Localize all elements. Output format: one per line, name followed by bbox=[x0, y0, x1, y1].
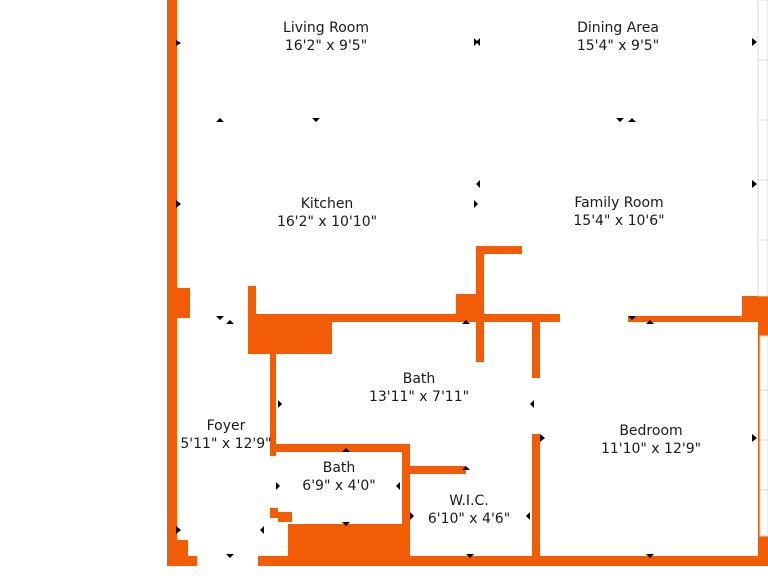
room-name: Bath bbox=[402, 371, 436, 387]
wall-smallbath-left-lower bbox=[270, 508, 278, 518]
wall-wic-top bbox=[408, 466, 466, 474]
wall-smallbath-bottom-step bbox=[278, 512, 292, 522]
room-label-wic: W.I.C. 6'10" x 4'6" bbox=[428, 492, 510, 528]
wall-vertical-center bbox=[476, 246, 484, 362]
door-opening-bedroom bbox=[560, 316, 628, 322]
wall-outer-bottom-right bbox=[258, 556, 768, 566]
wall-bedroom-left-lower bbox=[532, 434, 540, 558]
room-label-bath-main: Bath 13'11" x 7'11" bbox=[369, 370, 469, 406]
wall-bath-left bbox=[270, 322, 276, 456]
room-size: 5'11" x 12'9" bbox=[180, 436, 272, 452]
wall-stub-center-top bbox=[476, 246, 522, 254]
wall-smallbath-right bbox=[402, 444, 410, 556]
room-size: 16'2" x 10'10" bbox=[276, 214, 378, 230]
door-smallbath-left bbox=[272, 456, 278, 508]
room-name: Kitchen bbox=[300, 196, 354, 212]
room-size: 6'9" x 4'0" bbox=[302, 478, 376, 494]
room-size: 15'4" x 9'5" bbox=[576, 38, 660, 54]
room-name: Living Room bbox=[283, 20, 369, 36]
dimension-markers bbox=[176, 38, 757, 558]
room-name: Bedroom bbox=[619, 423, 683, 439]
window-right-upper bbox=[757, 0, 768, 297]
room-size: 16'2" x 9'5" bbox=[284, 38, 368, 54]
floor-area bbox=[176, 0, 768, 557]
room-name: Bath bbox=[322, 460, 356, 476]
wall-outer-left bbox=[167, 0, 177, 566]
wall-left-pier bbox=[176, 288, 190, 318]
window-right-lower bbox=[759, 335, 768, 537]
door-bedroom-left bbox=[534, 378, 540, 434]
room-size: 15'4" x 10'6" bbox=[573, 213, 665, 229]
window-right-lower-mullions bbox=[760, 389, 768, 491]
wall-interior-horizontal-right bbox=[628, 316, 758, 322]
room-label-kitchen: Kitchen 16'2" x 10'10" bbox=[277, 195, 377, 231]
door-wic-top bbox=[466, 466, 532, 470]
wall-outer-bottom-left bbox=[167, 556, 197, 566]
wall-post-kitchen bbox=[248, 286, 256, 346]
wall-smallbath-top bbox=[270, 444, 408, 452]
room-size: 13'11" x 7'11" bbox=[368, 389, 470, 405]
room-size: 6'10" x 4'6" bbox=[427, 511, 511, 527]
wall-foyer-bottom-step bbox=[176, 540, 188, 560]
room-name: W.I.C. bbox=[449, 493, 489, 509]
room-name: Foyer bbox=[206, 418, 246, 434]
room-label-living-room: Living Room 16'2" x 9'5" bbox=[283, 19, 369, 55]
room-label-family-room: Family Room 15'4" x 10'6" bbox=[573, 194, 664, 230]
wall-block-kitchen-left bbox=[248, 314, 332, 354]
wall-block-bottom bbox=[288, 524, 406, 560]
room-name: Family Room bbox=[574, 195, 664, 211]
room-label-foyer: Foyer 5'11" x 12'9" bbox=[180, 417, 271, 453]
window-right-upper-mullions bbox=[758, 59, 768, 241]
room-name: Dining Area bbox=[577, 20, 659, 36]
room-label-bedroom: Bedroom 11'10" x 12'9" bbox=[601, 422, 701, 458]
room-label-dining-area: Dining Area 15'4" x 9'5" bbox=[577, 19, 659, 55]
room-size: 11'10" x 12'9" bbox=[600, 441, 702, 457]
wall-interior-horizontal-left bbox=[248, 314, 560, 322]
wall-bath-right-top bbox=[532, 322, 540, 378]
room-label-bath-small: Bath 6'9" x 4'0" bbox=[302, 459, 375, 495]
